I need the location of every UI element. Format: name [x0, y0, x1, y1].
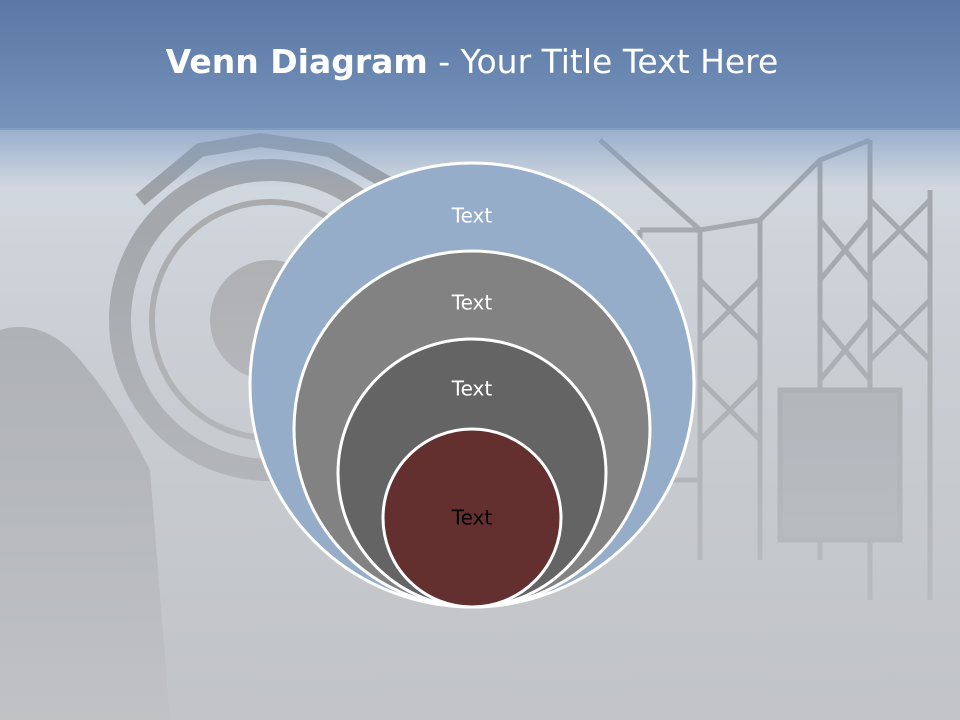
circle-1-label: Text — [451, 204, 493, 228]
circle-4-label: Text — [451, 506, 493, 530]
title-band — [0, 0, 960, 130]
circle-3-label: Text — [451, 377, 493, 401]
slide-title-bold: Venn Diagram — [165, 42, 428, 81]
circle-4 — [381, 427, 563, 609]
circle-2-label: Text — [451, 291, 493, 315]
slide-title-rest: - Your Title Text Here — [427, 42, 779, 81]
slide-title: Venn Diagram - Your Title Text Here — [0, 40, 944, 84]
